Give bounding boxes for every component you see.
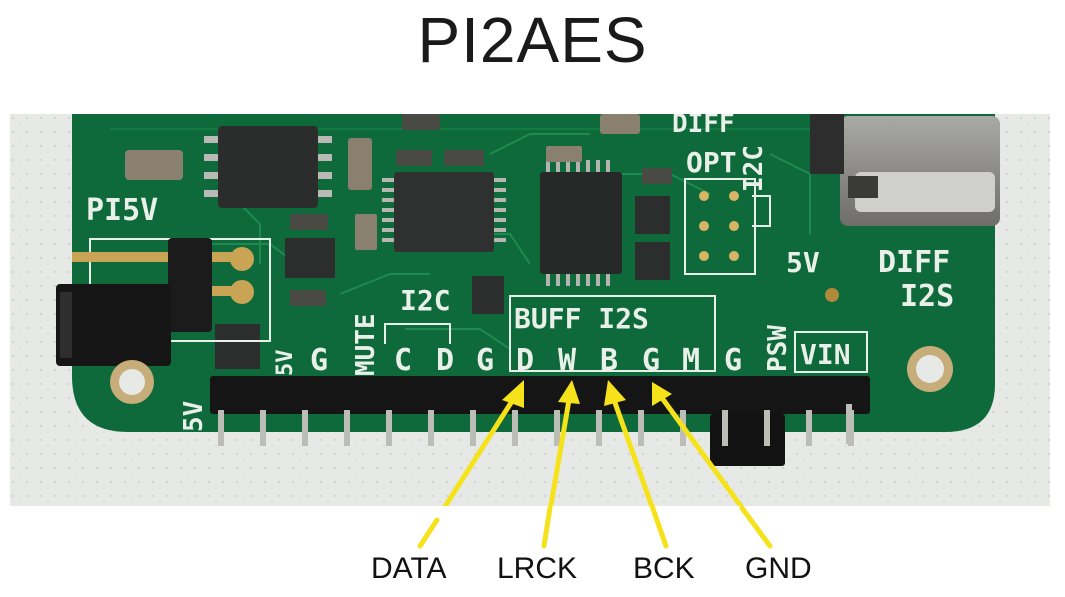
chip-small-2 [215,324,260,369]
board-illustration: DIFF OPT PI5V DIFF I2S 5V I2C BUFF I2S V… [10,114,1050,506]
header-pin [344,410,350,446]
silk-buff-i2s: BUFF I2S [514,302,649,335]
silk-pin-2: D [436,343,454,378]
page-title: PI2AES [417,4,648,76]
silk-psw: PSW [763,325,793,372]
chip-tssop-1 [394,172,494,252]
header-pin [260,410,266,446]
header-pin [302,410,308,446]
silk-pin-0: G [310,343,328,378]
chip-tssop-2 [540,172,622,274]
arrow-data [442,395,517,506]
silk-i2c-right: I2C [739,145,769,192]
power-switch [710,414,785,466]
silk-opt: OPT [686,146,737,179]
silk-diff: DIFF [878,245,950,280]
silk-i2s: I2S [900,279,954,314]
header-pin [596,410,602,446]
header-pin [806,410,812,446]
smd-components [125,114,672,369]
silk-5v-left: 5V [179,401,209,432]
header-pin [554,410,560,446]
label-bck: BCK [633,552,695,585]
silk-i2c-left: I2C [400,284,451,317]
label-gnd: GND [745,552,812,585]
header-pin [512,410,518,446]
label-data: DATA [371,552,447,585]
silk-pin-7: G [642,343,660,378]
header-pin [764,410,770,446]
silk-5v-small: 5V [273,350,298,377]
arrow-data-head [502,380,524,408]
silk-vin: VIN [800,338,851,371]
silk-pi5v: PI5V [86,193,158,228]
board-photo: DIFF OPT PI5V DIFF I2S 5V I2C BUFF I2S V… [10,114,1050,506]
header-pin [846,404,852,444]
header-pin [218,410,224,446]
chip-soic-1 [218,126,318,208]
silk-pin-6: B [600,343,618,378]
gpio-pin-header [210,376,870,466]
label-lrck: LRCK [497,552,578,585]
annotation-arrows [442,380,744,506]
header-pin [722,410,728,446]
chip-small-1 [285,238,335,278]
arrow-lrck-head [558,380,580,404]
arrow-bck-head [604,380,626,406]
arrow-lrck [548,397,572,506]
silk-5v-right: 5V [786,246,820,279]
silk-pin-5: W [558,343,577,378]
silk-pin-1: C [394,343,412,378]
silk-pin-4: D [516,343,534,378]
silk-pin-8: M [682,343,700,378]
arrow-gnd [659,395,744,506]
silk-mute: MUTE [351,313,381,376]
pi5v-jumper [56,238,271,366]
header-pin [386,410,392,446]
silk-pin-9: G [724,343,742,378]
header-pin [638,410,644,446]
header-pin [470,410,476,446]
silk-pin-3: G [476,343,494,378]
silk-diff-top: DIFF [672,114,735,139]
header-pin [428,410,434,446]
arrow-gnd-head [652,382,672,406]
arrow-bck [611,397,655,506]
